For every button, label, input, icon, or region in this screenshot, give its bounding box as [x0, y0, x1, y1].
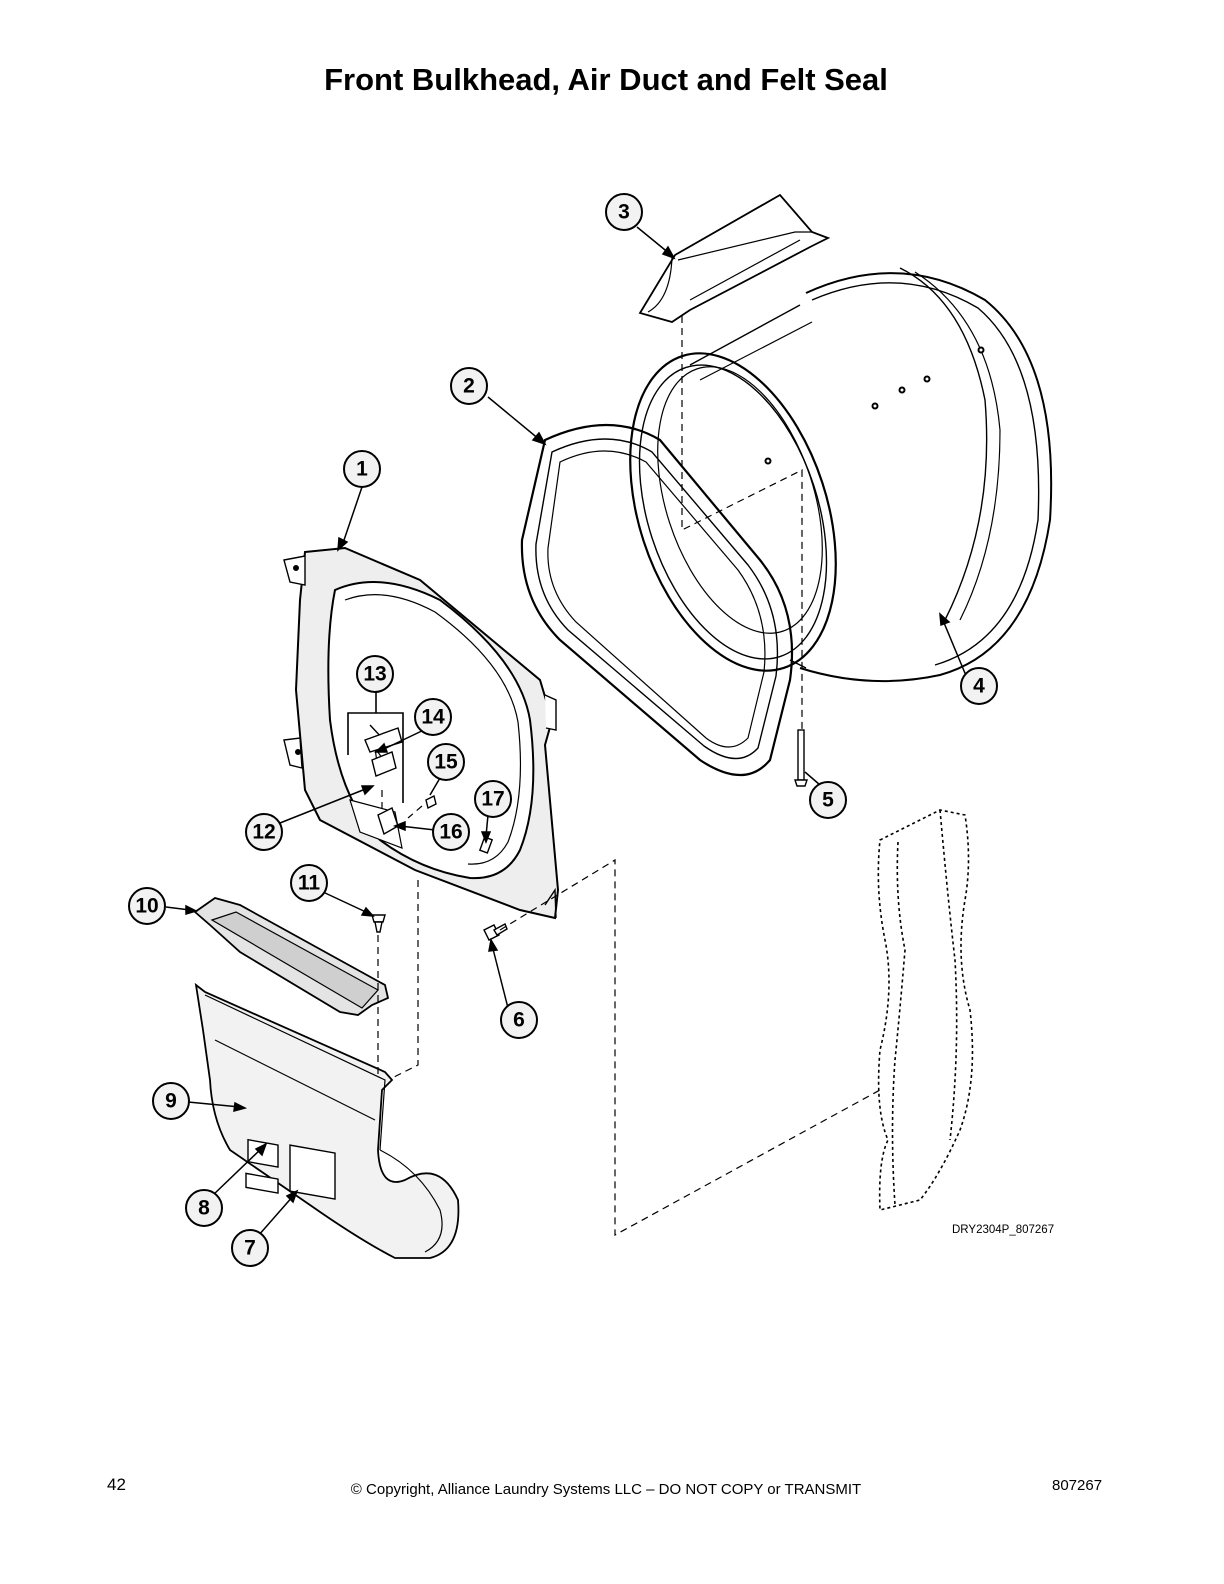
callout-label-9: 9: [165, 1090, 177, 1113]
callout-14: [414, 698, 452, 736]
callout-label-2: 2: [463, 375, 475, 398]
callout-label-3: 3: [618, 201, 630, 224]
callout-label-6: 6: [513, 1009, 525, 1032]
lint-screen-part: [193, 897, 390, 1016]
callout-11: [290, 864, 328, 902]
callout-label-5: 5: [822, 789, 834, 812]
front-bulkhead-part: [283, 546, 560, 920]
page-number: 42: [107, 1475, 126, 1494]
lint-duct-part: [194, 982, 460, 1259]
front-panel-phantom: [877, 809, 974, 1212]
callout-10: [128, 887, 166, 925]
callout-8: [185, 1189, 223, 1227]
switch-parts-12-16: [364, 727, 403, 836]
callout-12: [245, 813, 283, 851]
callout-label-10: 10: [135, 895, 158, 918]
callout-17: [474, 780, 512, 818]
callout-1: [343, 450, 381, 488]
callout-4: [960, 667, 998, 705]
figure-code: DRY2304P_807267: [952, 1224, 1054, 1236]
callout-2: [450, 367, 488, 405]
drum-part: [629, 267, 1053, 683]
callout-6: [500, 1001, 538, 1039]
callout-label-16: 16: [439, 821, 462, 844]
document-number: 807267: [1052, 1477, 1103, 1494]
air-duct-top-part: [638, 193, 831, 323]
callout-label-8: 8: [198, 1197, 210, 1220]
callout-label-11: 11: [298, 872, 321, 895]
callout-15: [427, 743, 465, 781]
assembly-lines: [377, 316, 881, 1237]
callout-13: [356, 655, 394, 693]
callout-9: [152, 1082, 190, 1120]
page-title: Front Bulkhead, Air Duct and Felt Seal: [324, 62, 888, 97]
screw-part-5: [794, 729, 808, 787]
callout-7: [231, 1229, 269, 1267]
callout-16: [432, 813, 470, 851]
screw-part-17: [478, 836, 494, 854]
callout-label-17: 17: [481, 788, 504, 811]
callout-label-13: 13: [363, 663, 386, 686]
leader-lines: [165, 226, 968, 1237]
callout-label-15: 15: [434, 751, 458, 774]
screw-part-11: [371, 914, 386, 933]
callout-5: [809, 781, 847, 819]
copyright-notice: © Copyright, Alliance Laundry Systems LL…: [350, 1481, 862, 1498]
screw-part-6: [483, 923, 508, 941]
callout-label-14: 14: [421, 706, 445, 729]
callout-3: [605, 193, 643, 231]
callout-label-7: 7: [244, 1237, 256, 1260]
callout-label-4: 4: [973, 675, 985, 698]
screw-part-15: [425, 794, 437, 810]
felt-seal-part: [520, 423, 794, 777]
callout-label-12: 12: [252, 821, 275, 844]
callout-label-1: 1: [356, 458, 368, 481]
